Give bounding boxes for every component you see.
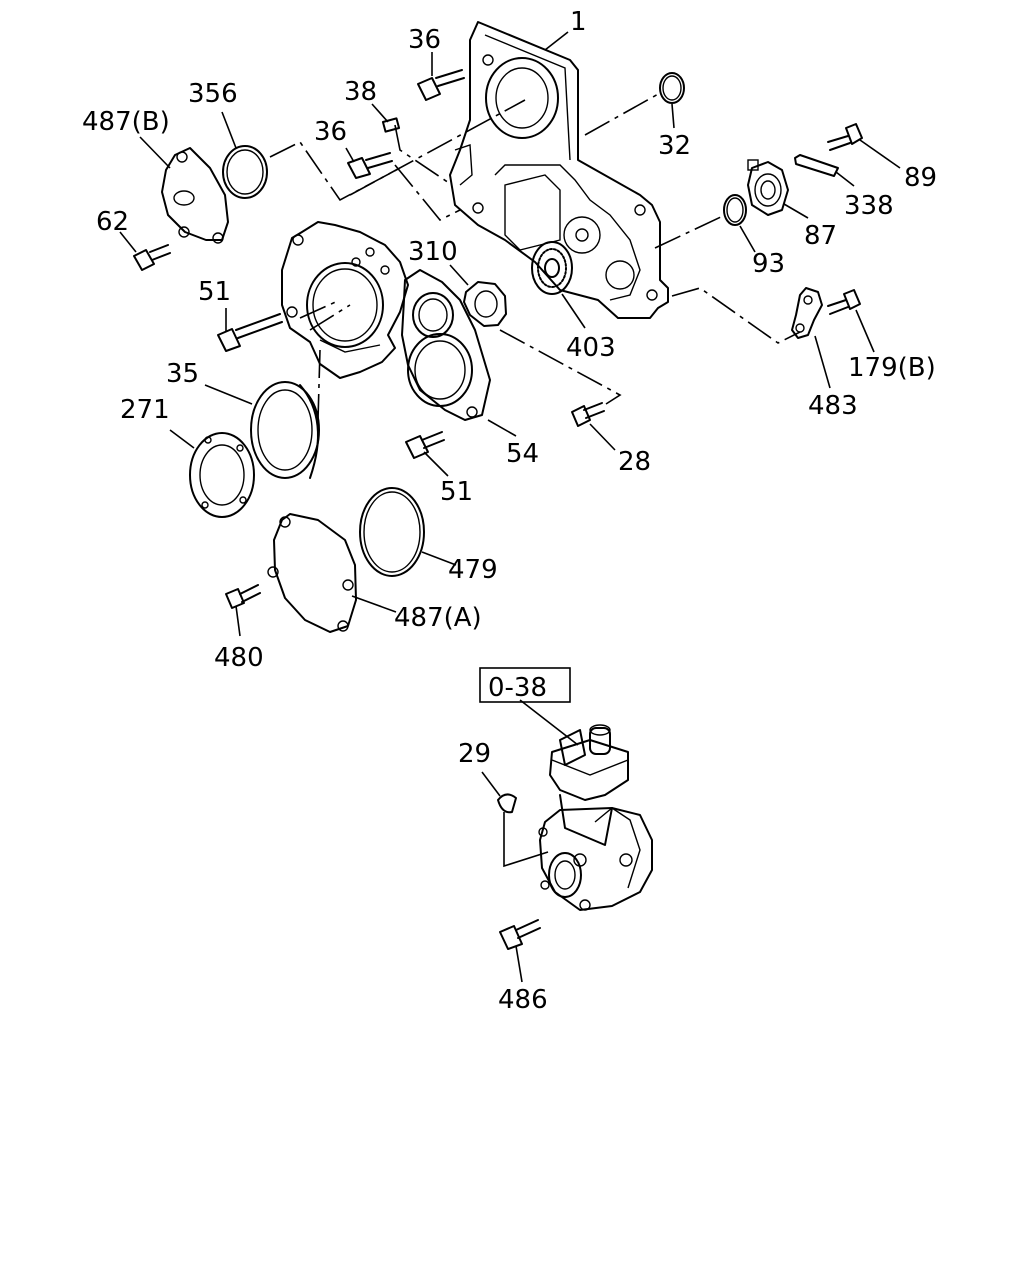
bracket-338-part [794, 154, 839, 177]
callout-1: 1 [570, 7, 587, 37]
o-ring-356-part [222, 145, 268, 199]
callout-479: 479 [448, 555, 498, 585]
callout-36-upper: 36 [408, 25, 441, 55]
cover-310-part [463, 281, 507, 327]
key-29-part [497, 793, 517, 814]
idler-gear-part [531, 241, 573, 295]
callout-487b: 487(B) [82, 107, 170, 137]
callout-93: 93 [752, 249, 785, 279]
callout-486: 486 [498, 985, 548, 1015]
plate-54-part [401, 269, 491, 421]
callout-338: 338 [844, 191, 894, 221]
callout-87: 87 [804, 221, 837, 251]
callout-labels: 1 36 356 487(B) 38 36 32 89 338 87 62 93… [82, 7, 937, 1015]
cover-plate-487b-part [161, 147, 229, 244]
bolt-62-part [133, 244, 171, 271]
bracket-483-part [791, 287, 823, 339]
dowel-pin-38-part [381, 117, 401, 133]
compressor-assembly-part [538, 724, 653, 911]
callout-310: 310 [408, 237, 458, 267]
callout-179b: 179(B) [848, 353, 936, 383]
housing-87-part [747, 159, 789, 216]
callout-483: 483 [808, 391, 858, 421]
callout-62: 62 [96, 207, 129, 237]
assembly-ref-box [479, 667, 571, 703]
key-leader-line [503, 812, 549, 868]
callout-54: 54 [506, 439, 539, 469]
o-ring-93-part [723, 194, 747, 226]
callout-35: 35 [166, 359, 199, 389]
callout-36-lower: 36 [314, 117, 347, 147]
bolt-36-upper-part [417, 69, 465, 101]
o-ring-32-part [659, 72, 685, 104]
callout-487a: 487(A) [394, 603, 482, 633]
bolt-36-lower-part [347, 152, 393, 179]
bolt-51-lower-part [405, 431, 445, 459]
callout-38: 38 [344, 77, 377, 107]
callout-0-38: 0-38 [488, 673, 547, 703]
bolt-486-part [499, 919, 541, 950]
callout-29: 29 [458, 739, 491, 769]
bolt-51-upper-part [217, 313, 283, 352]
bolt-89-part [827, 123, 863, 151]
callout-28: 28 [618, 447, 651, 477]
plate-ring-271-part [189, 432, 255, 518]
gear-case-plate-part [281, 221, 409, 379]
reference-lines [269, 92, 801, 421]
bolt-28-part [571, 402, 605, 427]
callout-403: 403 [566, 333, 616, 363]
timing-case-cover-part [449, 21, 669, 319]
callout-89: 89 [904, 163, 937, 193]
bolt-179b-part [827, 289, 861, 315]
o-ring-479-part [359, 487, 425, 577]
callout-51-upper: 51 [198, 277, 231, 307]
callout-271: 271 [120, 395, 170, 425]
bolt-480-part [225, 584, 261, 609]
cover-plate-487a-part [267, 513, 357, 633]
callout-480: 480 [214, 643, 264, 673]
callout-356: 356 [188, 79, 238, 109]
label-leaders [119, 31, 901, 983]
callout-51-lower: 51 [440, 477, 473, 507]
callout-32: 32 [658, 131, 691, 161]
oil-seal-35-part [250, 381, 320, 479]
